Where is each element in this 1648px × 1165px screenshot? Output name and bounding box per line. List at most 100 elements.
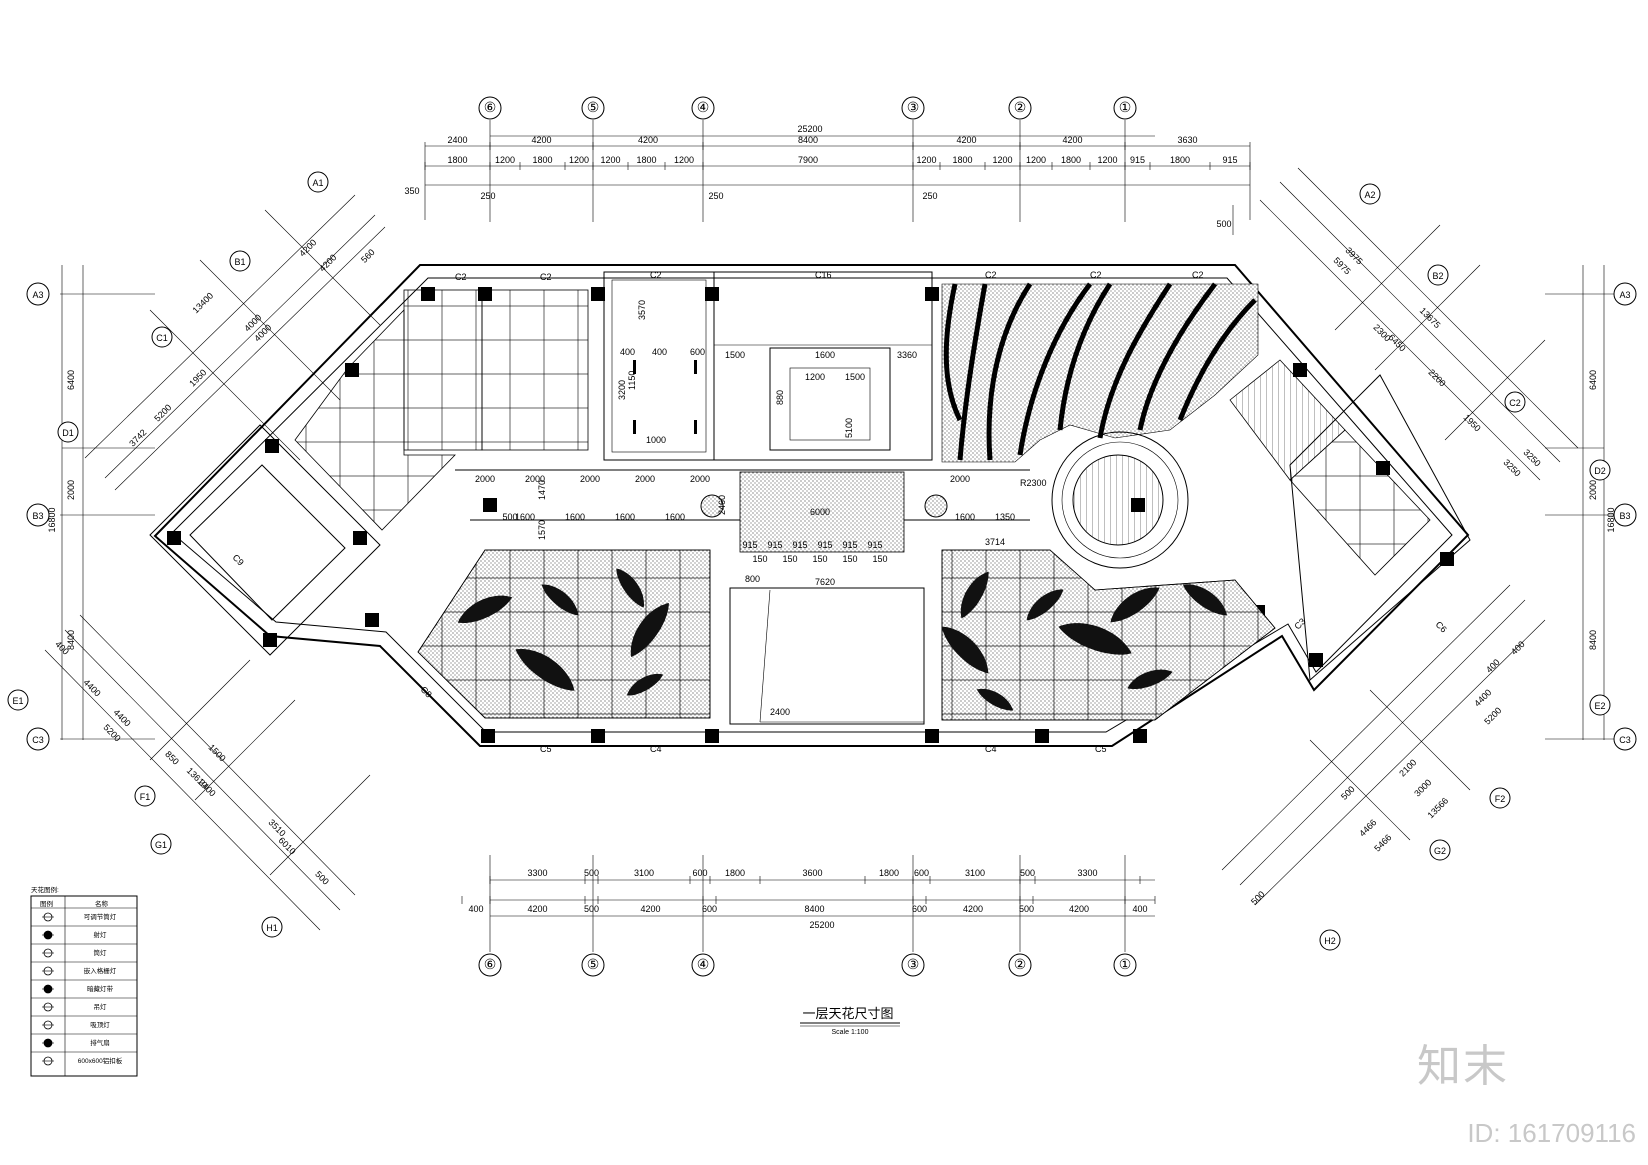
bottom-dim-row1: 1800 xyxy=(879,868,899,878)
left-vert-axis-2-label: C3 xyxy=(32,735,44,745)
tree-trunk xyxy=(1097,282,1173,439)
right-diag-dim: 3250 xyxy=(1522,447,1543,468)
column xyxy=(1035,729,1049,743)
right-diag-axis-1: B2 xyxy=(1427,264,1449,286)
top-dim-row1: 2400 xyxy=(447,135,467,145)
left-vert-dim: 6400 xyxy=(66,370,76,390)
corridor-dim: 915 xyxy=(867,540,882,550)
right-wing-ceiling: C6 xyxy=(1229,359,1449,635)
corridor-dim: 2000 xyxy=(475,474,495,484)
left-diag-dim: 5200 xyxy=(152,402,173,423)
column xyxy=(1309,653,1323,667)
top-dim-row2: 1800 xyxy=(1170,155,1190,165)
downlight-adjustable-icon xyxy=(42,912,54,922)
column xyxy=(481,729,495,743)
top-dim-row2: 1200 xyxy=(495,155,515,165)
leaf-decoration xyxy=(1110,587,1160,623)
right-vert-dim: 16800 xyxy=(1606,507,1616,532)
bottom-dim-row2: 4200 xyxy=(527,904,547,914)
corridor-dim: 6000 xyxy=(810,507,830,517)
column xyxy=(483,498,497,512)
leaf-decoration xyxy=(457,595,513,624)
top-dim-row1: 4200 xyxy=(1062,135,1082,145)
right-diag-axis-2: C2 xyxy=(1504,391,1526,413)
top-dim-row1: 8400 xyxy=(798,135,818,145)
corridor-dim: 2000 xyxy=(635,474,655,484)
legend: 天花图例: 图例 名称 可调节筒灯射灯筒灯嵌入格栅灯暗藏灯带吊灯吸顶灯排气扇60… xyxy=(30,885,138,1077)
column xyxy=(1440,552,1454,566)
left-vert-axis-0-label: A3 xyxy=(32,290,43,300)
room-dim: 1200 xyxy=(805,372,825,382)
leaf-decoration xyxy=(1058,623,1132,655)
corridor-dim: 500 xyxy=(502,512,517,522)
column xyxy=(591,729,605,743)
bottom-axis-4: ② xyxy=(1008,953,1032,977)
corridor-dim: 915 xyxy=(842,540,857,550)
top-axis-5-label: ① xyxy=(1119,99,1132,115)
corridor-dim: 915 xyxy=(817,540,832,550)
room-dim: 880 xyxy=(775,390,785,405)
left-diag-dim: 500 xyxy=(313,869,331,887)
right-diag-axis-7-label: H2 xyxy=(1324,936,1336,946)
left-diag-axis-2-label: C1 xyxy=(156,333,168,343)
leaf-decoration xyxy=(630,602,669,658)
leaf-decoration xyxy=(626,673,664,696)
bottom-axis-4-label: ② xyxy=(1014,956,1027,972)
column xyxy=(167,531,181,545)
top-dim-row1: 4200 xyxy=(638,135,658,145)
column xyxy=(591,287,605,301)
label-c4: C4 xyxy=(985,744,997,754)
tree-trunk xyxy=(986,282,1033,461)
corridor-dim: 1600 xyxy=(515,512,535,522)
top-small-dim: 500 xyxy=(1216,219,1231,229)
top-axis-0-label: ⑥ xyxy=(484,99,497,115)
label-c2: C2 xyxy=(1090,270,1102,280)
leaf-decoration xyxy=(1127,669,1173,689)
top-dim-row2: 1800 xyxy=(1061,155,1081,165)
room-dim: 3200 xyxy=(617,380,627,400)
corridor-dim: 150 xyxy=(752,554,767,564)
bottom-dim-row1: 600 xyxy=(914,868,929,878)
bottom-axis-1: ⑤ xyxy=(581,953,605,977)
bottom-dim-row2: 4200 xyxy=(640,904,660,914)
left-vert-axis-1: B3 xyxy=(26,503,50,527)
right-diag-dim: 2100 xyxy=(1397,757,1418,778)
label-c2: C2 xyxy=(455,272,467,282)
left-vert-axis-1-label: B3 xyxy=(32,511,43,521)
left-diag-dim: 13610 xyxy=(185,765,210,790)
bottom-dim-row2: 500 xyxy=(584,904,599,914)
label-c6: C6 xyxy=(1434,619,1449,634)
leaf-decoration xyxy=(1026,589,1064,621)
top-dim-row2: 1200 xyxy=(992,155,1012,165)
bottom-dim-row2: 600 xyxy=(912,904,927,914)
top-axis-5: ① xyxy=(1113,96,1137,120)
corridor-dim: 1600 xyxy=(615,512,635,522)
bottom-axis-2: ④ xyxy=(691,953,715,977)
right-diagonal-dimensions: 3975597523006450220019501367532503250440… xyxy=(1221,167,1579,907)
left-diag-axis-1: B1 xyxy=(229,250,251,272)
drawing-scale: Scale 1:100 xyxy=(832,1029,869,1036)
left-diag-axis-3-label: D1 xyxy=(62,428,74,438)
room-ceiling-upper-right: C2 C2 C2 xyxy=(941,270,1259,463)
room-dim: 1600 xyxy=(815,350,835,360)
grid-ceiling-icon xyxy=(42,1056,54,1066)
top-dim-row2: 7900 xyxy=(798,155,818,165)
label-c9: C9 xyxy=(231,552,246,567)
top-axis-3-label: ③ xyxy=(907,99,920,115)
label-c2: C2 xyxy=(540,272,552,282)
bottom-dim-row1: 500 xyxy=(584,868,599,878)
label-c4: C4 xyxy=(650,744,662,754)
recessed-light-icon xyxy=(42,948,54,958)
right-vert-axis-0-label: A3 xyxy=(1619,290,1630,300)
top-axis-4-label: ② xyxy=(1014,99,1027,115)
downlight-icon xyxy=(42,930,54,940)
room-dim: 1500 xyxy=(845,372,865,382)
top-dim-row2: 1800 xyxy=(952,155,972,165)
left-diag-axis-7: H1 xyxy=(261,916,283,938)
